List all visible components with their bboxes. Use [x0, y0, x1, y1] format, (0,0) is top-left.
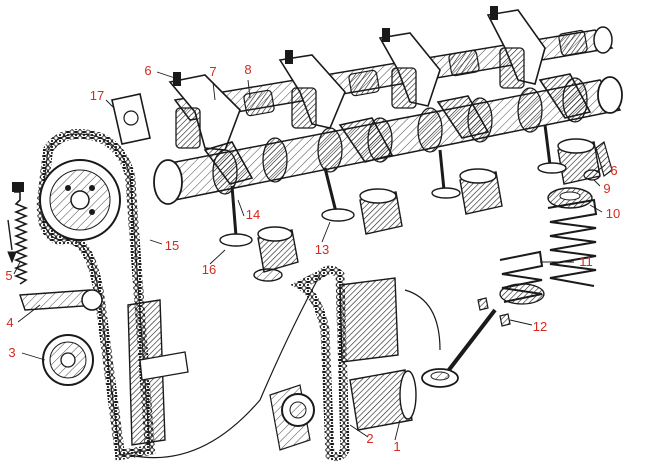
tensioner-lever: [19, 289, 103, 311]
detail-connector-line: [129, 274, 321, 459]
chain-guide: [127, 299, 189, 446]
valves: [219, 124, 567, 247]
callout-1: 1: [393, 439, 401, 454]
callout-4: 4: [6, 315, 14, 330]
gasket: [111, 93, 151, 145]
tappets: [253, 138, 601, 282]
rocker-shaft-springs: [243, 29, 588, 117]
detail-inset: [269, 265, 441, 462]
callout-9: 9: [603, 181, 611, 196]
direction-arrow: [7, 219, 17, 264]
callout-2: 2: [366, 431, 374, 446]
valve-cap-9: [583, 169, 601, 181]
callout-14: 14: [245, 207, 261, 222]
valve-springs-exploded: [499, 198, 598, 305]
valve-exploded: [421, 308, 497, 388]
callout-7: 7: [209, 64, 217, 79]
crankshaft-sprocket: [42, 334, 94, 386]
callout-5: 5: [5, 268, 13, 283]
callout-6-upper: 6: [144, 63, 152, 78]
spring-retainer: [547, 187, 593, 209]
leader-lines: [13, 71, 606, 441]
tensioner-spring: [12, 182, 29, 285]
callout-11: 11: [579, 254, 593, 269]
camshaft-sprocket: [39, 159, 121, 241]
camshaft-lobes: [212, 77, 588, 195]
cotter-cap: [595, 140, 613, 178]
valve-cotters: [477, 297, 511, 327]
callout-8: 8: [244, 62, 252, 77]
callout-13: 13: [314, 242, 330, 257]
callout-3: 3: [8, 345, 16, 360]
callout-6-right: 6: [610, 163, 618, 178]
callout-15: 15: [164, 238, 180, 253]
valve-springs-upper: [175, 47, 525, 149]
callout-12: 12: [532, 319, 548, 334]
callout-16: 16: [201, 262, 217, 277]
callout-10: 10: [605, 206, 621, 221]
adjusting-screws: [173, 6, 498, 86]
callout-17: 17: [89, 88, 105, 103]
